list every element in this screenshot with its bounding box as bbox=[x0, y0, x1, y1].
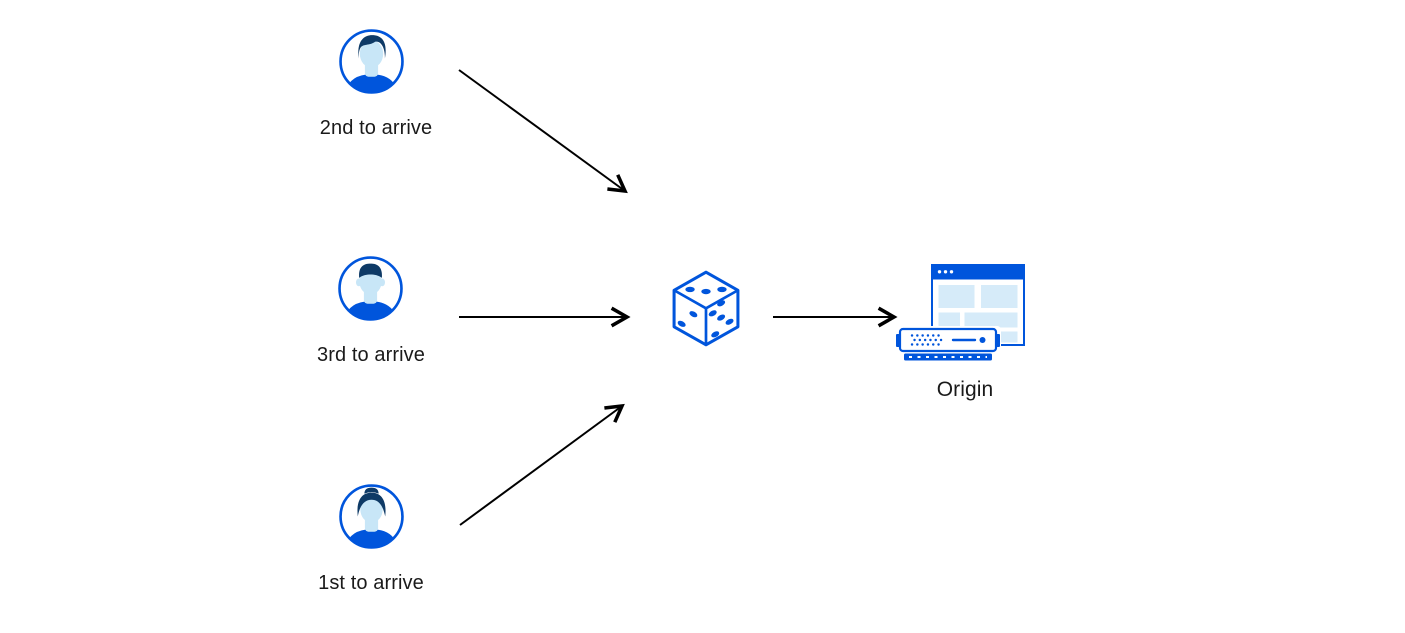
dice-icon bbox=[672, 270, 740, 347]
label-client-top: 2nd to arrive bbox=[319, 117, 433, 139]
label-client-bottom: 1st to arrive bbox=[318, 572, 424, 594]
female-user-avatar-icon bbox=[339, 484, 404, 549]
male-user-avatar-icon bbox=[338, 256, 403, 321]
window-dot bbox=[937, 270, 942, 274]
node-origin bbox=[895, 263, 1030, 368]
node-client-middle bbox=[337, 255, 404, 327]
node-steering bbox=[664, 266, 748, 359]
edge-client-top-to-dice bbox=[458, 69, 628, 194]
node-client-bottom bbox=[338, 483, 405, 555]
window-dot bbox=[943, 270, 948, 274]
male-user-avatar-icon bbox=[339, 29, 404, 94]
edge-client-bottom-to-dice bbox=[459, 403, 625, 526]
label-client-middle: 3rd to arrive bbox=[316, 344, 425, 366]
label-origin: Origin bbox=[936, 378, 994, 401]
server-vent-dots bbox=[910, 334, 946, 346]
node-client-top bbox=[338, 28, 405, 100]
server-icon bbox=[895, 326, 1001, 363]
window-dot bbox=[949, 270, 954, 274]
